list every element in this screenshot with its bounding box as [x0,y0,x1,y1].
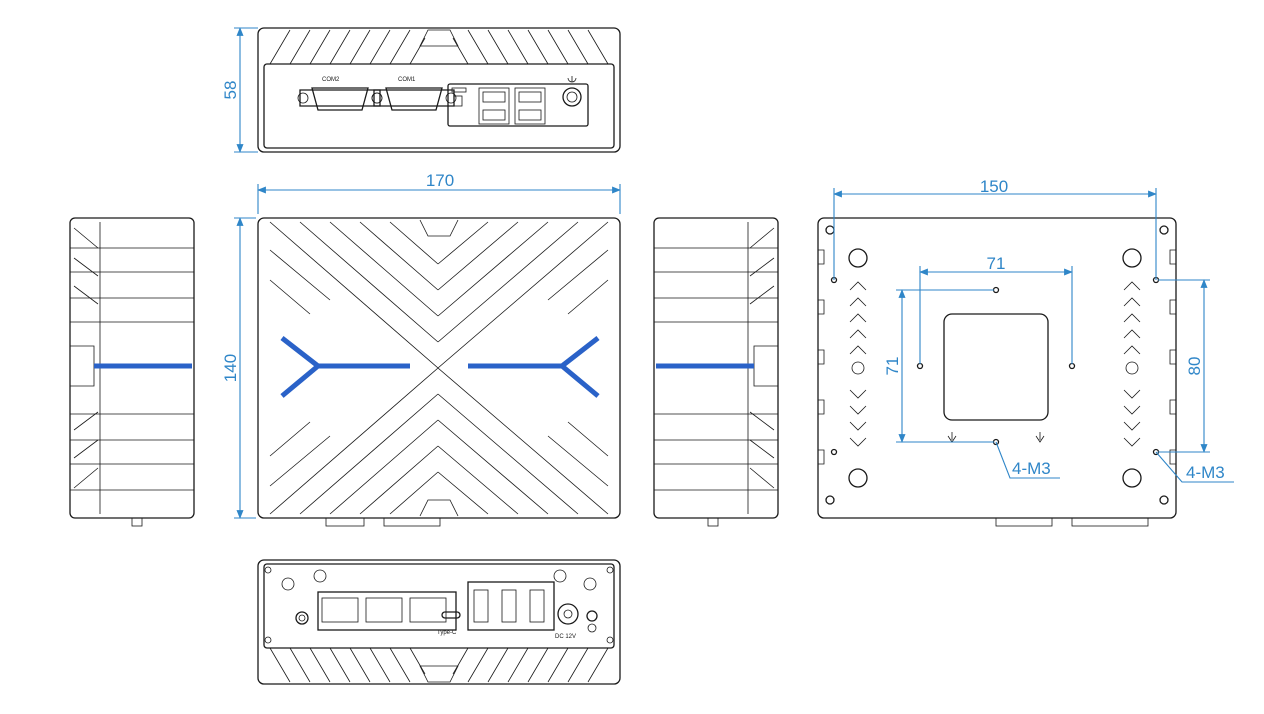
center-plate [943,313,1049,421]
mount-holes [830,276,1160,456]
front-fins [269,29,609,65]
hdmi-ports [467,581,555,631]
dim-150: 150 [980,177,1008,196]
dim-140: 140 [221,354,240,382]
com2-label: COM2 [322,77,340,83]
screw-label-center: 4-M3 [1012,459,1051,478]
dim-170: 170 [426,171,454,190]
front-view: COM2 COM1 [221,27,621,153]
rear-view: Type-C DC 12V [257,559,621,685]
typec-port [441,611,461,619]
dim-80: 80 [1185,357,1204,376]
corner-screws [825,225,1169,505]
bottom-view: 150 71 71 80 4-M3 4-M3 [817,177,1234,527]
audio-jack [295,611,309,625]
ground-screw [586,610,598,633]
sim-slot [451,87,467,107]
rear-fins [269,647,609,683]
blue-accent-left [280,336,410,398]
power-button [562,76,582,107]
com1-label: COM1 [398,77,416,83]
feet [848,248,1142,488]
com2-port: COM2 [297,77,383,111]
top-chevron-fins [269,219,609,517]
blue-accent-right [468,336,600,398]
bottom-connectors [995,517,1149,527]
right-side-view [653,217,779,527]
usb-ports [478,87,546,125]
screw-label-right: 4-M3 [1186,463,1225,482]
vent-pattern-left [849,281,867,447]
typec-label: Type-C [437,630,457,636]
dim-71-horizontal: 71 [987,254,1006,273]
bottom-edge-notches [818,249,1176,465]
lan-ports [317,591,457,631]
dc-jack: DC 12V [555,603,579,640]
com1-port: COM1 [371,77,457,111]
dim-71-vertical: 71 [883,357,902,376]
top-bottom-connectors [325,517,441,527]
top-view: 170 140 [221,171,621,527]
dim-58: 58 [221,81,240,100]
dc-label: DC 12V [555,634,576,640]
arrow-marks [947,432,1045,443]
right-side-fins [654,222,778,514]
left-side-view [69,217,195,527]
vent-pattern-right [1123,281,1141,447]
rear-screws [264,566,614,644]
